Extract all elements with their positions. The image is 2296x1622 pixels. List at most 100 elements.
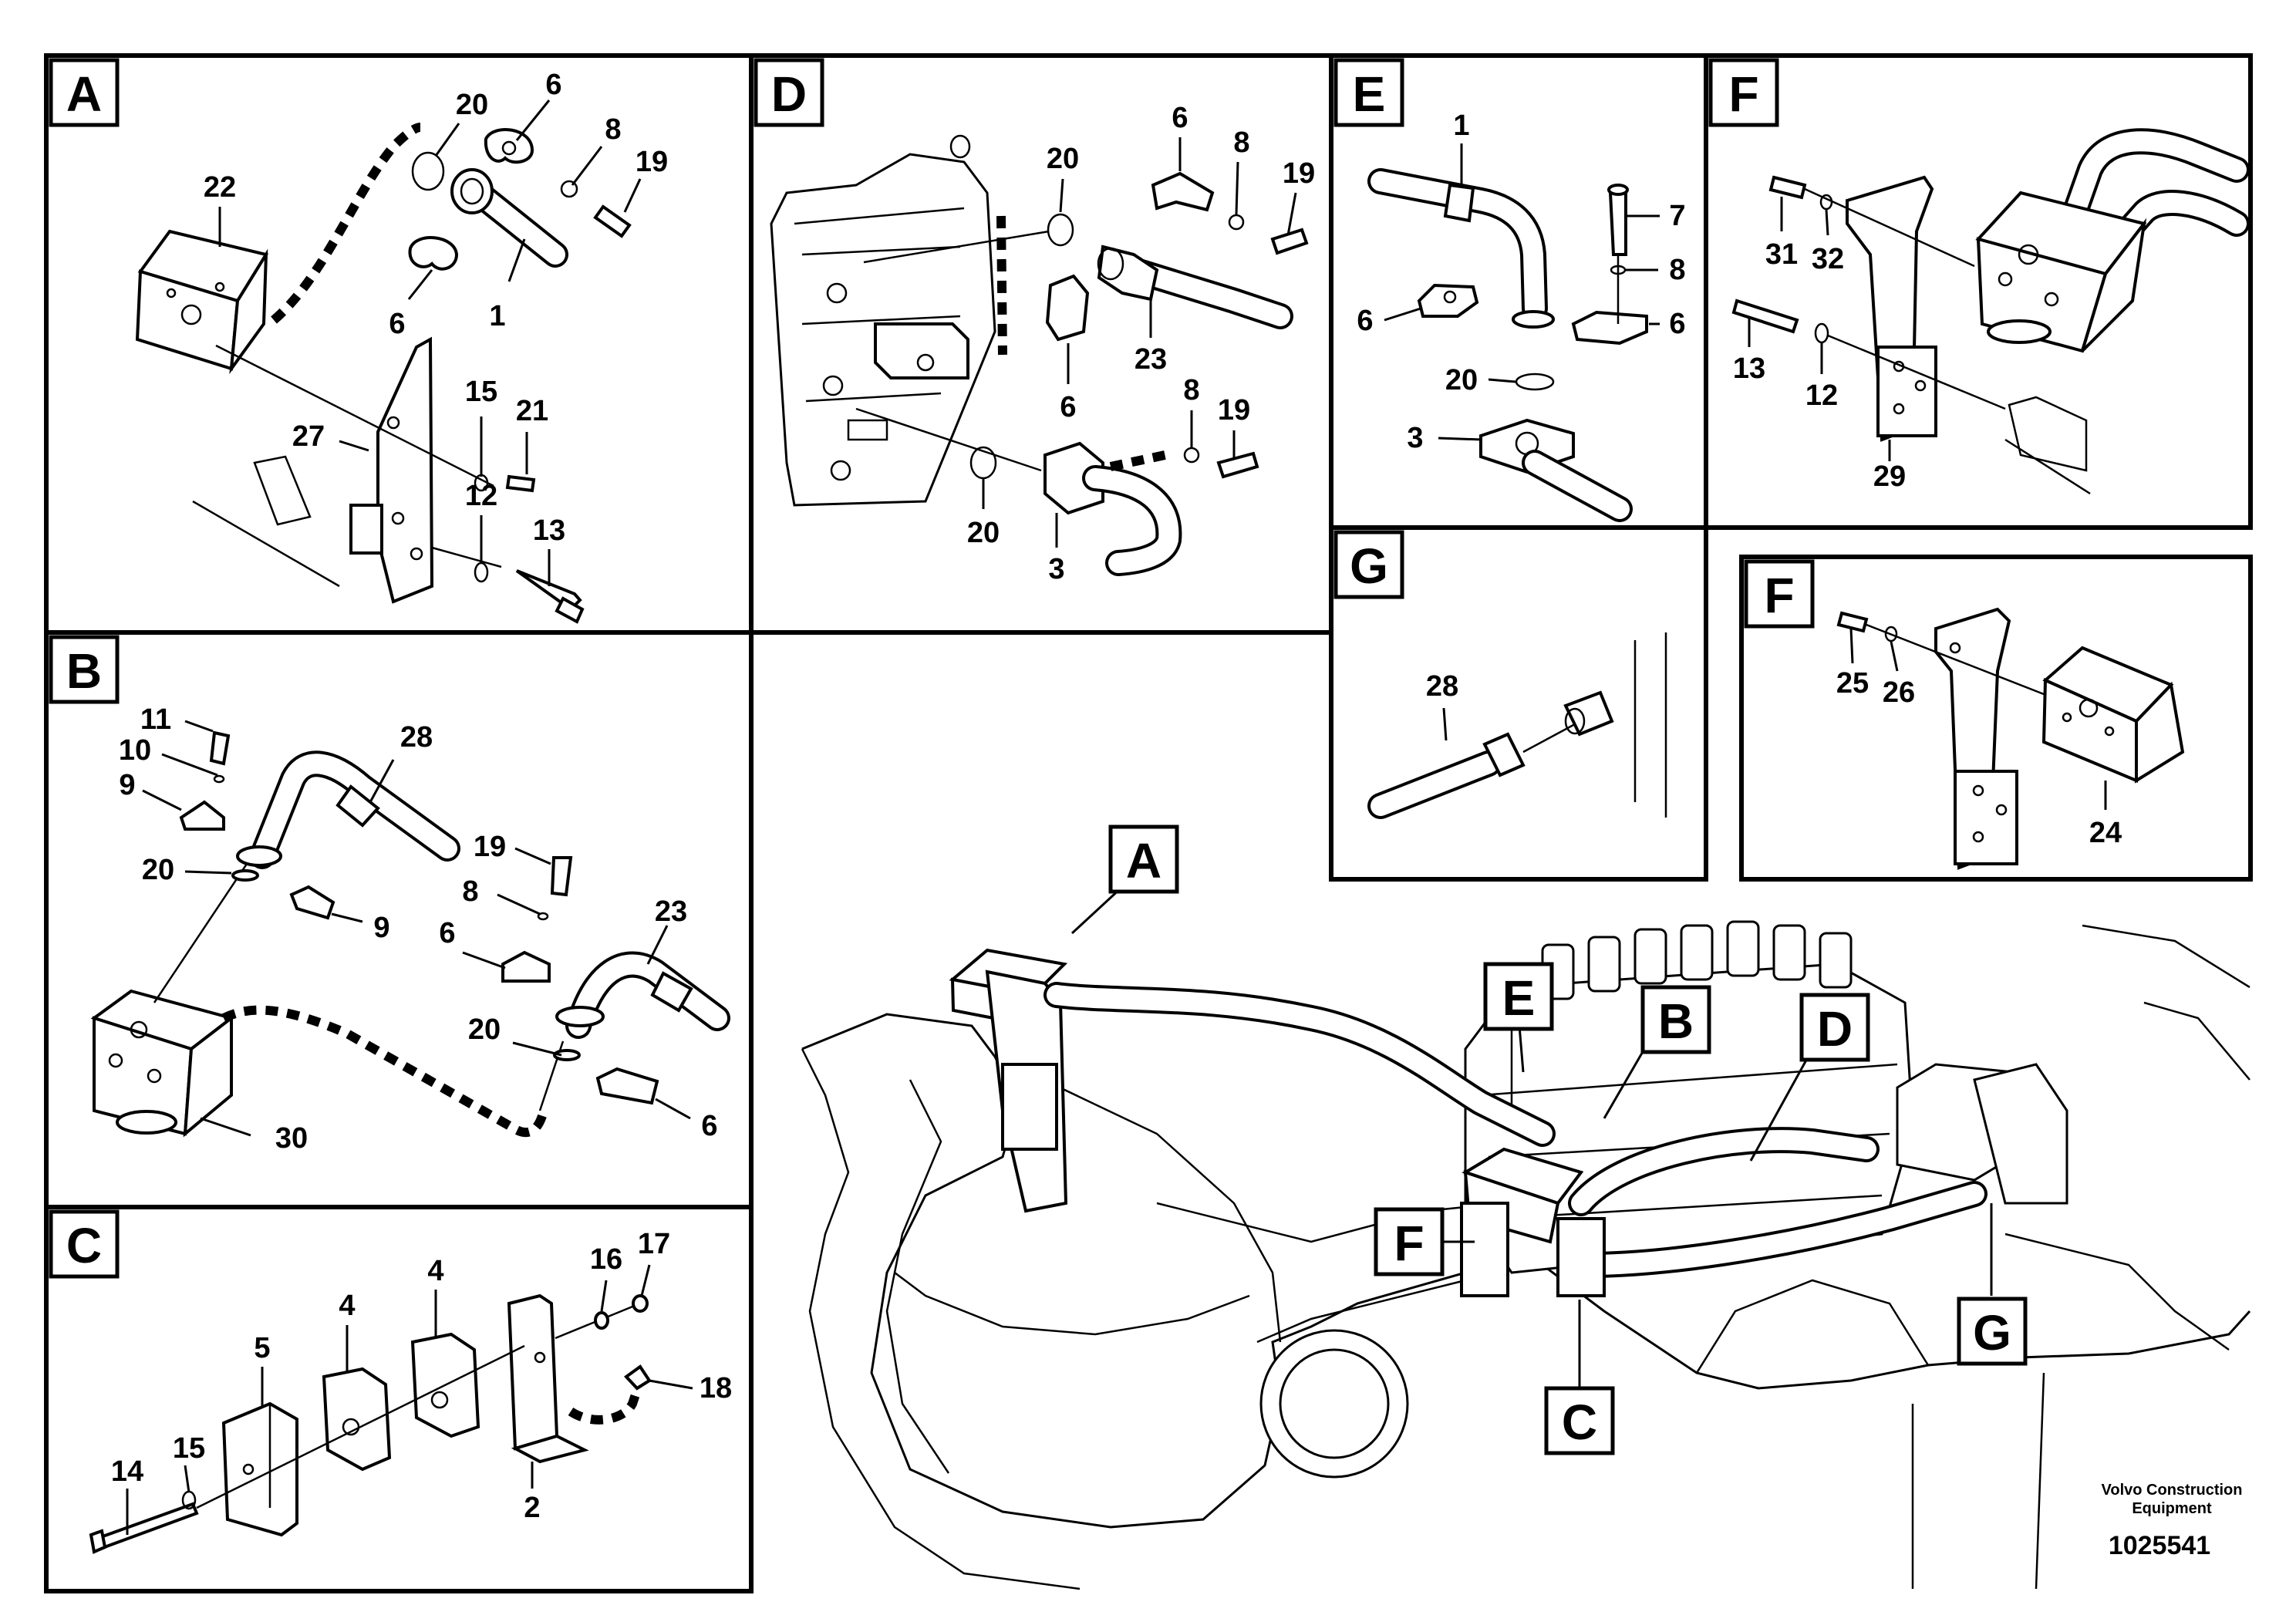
svg-text:24: 24	[2089, 817, 2122, 849]
svg-text:1: 1	[1453, 110, 1469, 142]
panel-f2-drawing	[1836, 607, 2185, 870]
svg-text:23: 23	[1135, 343, 1167, 376]
svg-text:19: 19	[1283, 157, 1315, 190]
svg-text:C: C	[1562, 1394, 1597, 1450]
svg-text:12: 12	[1805, 379, 1838, 412]
svg-text:19: 19	[474, 831, 506, 863]
svg-text:13: 13	[533, 514, 565, 547]
svg-text:18: 18	[700, 1372, 732, 1404]
svg-text:14: 14	[111, 1455, 143, 1488]
panel-f2-frame	[1739, 555, 2253, 882]
svg-text:20: 20	[967, 517, 1000, 549]
svg-text:31: 31	[1765, 238, 1798, 271]
svg-text:26: 26	[1883, 676, 1915, 709]
svg-text:C: C	[66, 1218, 102, 1273]
svg-text:20: 20	[142, 854, 174, 886]
svg-text:13: 13	[1733, 352, 1765, 385]
svg-text:E: E	[1502, 970, 1536, 1026]
svg-text:F: F	[1394, 1216, 1424, 1271]
overview-tag-c: C	[1544, 1300, 1615, 1455]
panel-a-callouts: 20 6 8 19 22 6 1 15 21 27 12 13	[204, 69, 668, 586]
svg-text:A: A	[1126, 833, 1161, 889]
panel-tag-f1: F	[1708, 58, 1779, 127]
callout: 20	[456, 89, 488, 121]
document-number: 1025541	[2109, 1531, 2210, 1560]
svg-text:4: 4	[339, 1290, 355, 1322]
svg-text:27: 27	[292, 420, 325, 453]
svg-text:8: 8	[605, 113, 621, 146]
panel-tag-e: E	[1333, 58, 1404, 127]
svg-text:6: 6	[1669, 308, 1685, 340]
svg-text:9: 9	[373, 912, 389, 944]
svg-text:19: 19	[1218, 394, 1250, 427]
panel-b-drawing	[90, 730, 730, 1138]
svg-text:6: 6	[1357, 305, 1373, 337]
svg-text:G: G	[1973, 1305, 2011, 1361]
svg-text:30: 30	[275, 1122, 308, 1155]
svg-text:11: 11	[140, 703, 171, 736]
svg-text:16: 16	[590, 1243, 622, 1276]
svg-text:F: F	[1764, 568, 1794, 623]
svg-text:7: 7	[1669, 200, 1685, 232]
svg-text:10: 10	[119, 734, 151, 767]
svg-text:6: 6	[389, 308, 405, 340]
svg-text:23: 23	[655, 895, 687, 928]
svg-text:19: 19	[636, 146, 668, 178]
panel-g-callouts: 28	[1426, 670, 1458, 741]
svg-text:6: 6	[1060, 391, 1076, 423]
svg-text:4: 4	[427, 1255, 443, 1287]
svg-text:8: 8	[1669, 254, 1685, 286]
overview-tag-g: G	[1957, 1203, 2028, 1366]
svg-text:D: D	[771, 66, 807, 122]
svg-text:20: 20	[468, 1013, 501, 1046]
company-name-line2: Equipment	[2132, 1500, 2212, 1517]
svg-text:3: 3	[1048, 553, 1064, 585]
svg-text:8: 8	[462, 875, 478, 908]
panel-c-frame	[44, 1205, 754, 1593]
svg-text:12: 12	[465, 480, 497, 512]
panel-e-callouts: 1 7 8 6 6 20 3	[1357, 110, 1685, 454]
overview-tag-a: A	[1070, 824, 1179, 935]
svg-text:5: 5	[254, 1332, 270, 1364]
svg-text:9: 9	[119, 769, 135, 801]
svg-text:6: 6	[545, 69, 561, 101]
svg-text:15: 15	[173, 1432, 205, 1465]
svg-text:F: F	[1728, 66, 1758, 122]
panel-f1-frame	[1704, 53, 2253, 530]
panel-tag-g: G	[1333, 530, 1404, 599]
svg-text:15: 15	[465, 376, 497, 408]
svg-text:B: B	[1658, 993, 1694, 1049]
panel-f1-callouts: 31 32 13 12 29	[1733, 197, 1906, 493]
svg-text:A: A	[66, 66, 102, 122]
svg-text:6: 6	[1172, 102, 1188, 134]
svg-text:G: G	[1350, 538, 1388, 594]
svg-text:28: 28	[1426, 670, 1458, 703]
panel-tag-a: A	[49, 58, 120, 127]
svg-text:6: 6	[439, 917, 455, 949]
panel-tag-b: B	[49, 635, 120, 704]
overview-tag-b: B	[1603, 985, 1711, 1119]
svg-text:1: 1	[489, 300, 505, 332]
panel-f2-callouts: 25 26 24	[1836, 628, 2122, 849]
svg-text:21: 21	[516, 395, 548, 427]
svg-text:32: 32	[1812, 243, 1844, 275]
svg-text:8: 8	[1183, 374, 1199, 406]
svg-text:B: B	[66, 643, 102, 699]
svg-text:22: 22	[204, 171, 236, 204]
svg-text:20: 20	[1445, 364, 1478, 396]
company-name-line1: Volvo Construction	[2102, 1482, 2243, 1499]
svg-text:E: E	[1353, 66, 1386, 122]
overview-tag-f: F	[1374, 1207, 1475, 1276]
panel-f1-drawing	[1731, 128, 2250, 495]
panel-d-drawing	[770, 134, 1309, 576]
panel-e-drawing	[1367, 168, 1648, 522]
panel-tag-c: C	[49, 1209, 120, 1279]
svg-text:20: 20	[1047, 143, 1079, 175]
panel-tag-d: D	[754, 58, 824, 127]
svg-text:29: 29	[1873, 460, 1906, 493]
panel-c-callouts: 16 17 5 4 4 18 14 15 2	[111, 1228, 732, 1535]
panel-b-callouts: 11 10 28 9 20 9 19 8 23 6 20 6 30	[119, 703, 718, 1155]
panel-tag-f2: F	[1744, 559, 1815, 629]
overview-tag-d: D	[1749, 993, 1870, 1162]
